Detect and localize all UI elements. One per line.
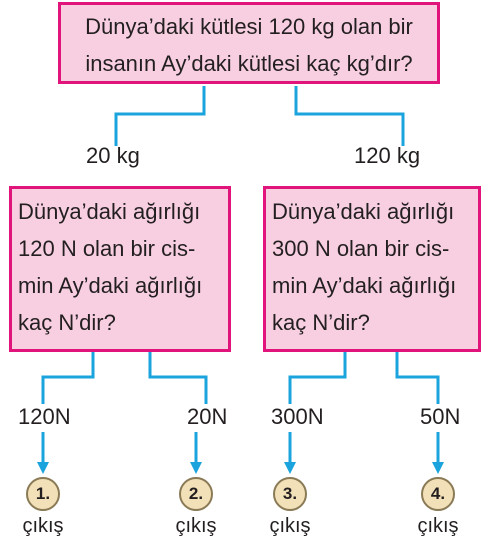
connector-right-a [288,352,347,404]
question-line: min Ay’daki ağırlığı [18,273,203,298]
connector-top-left [114,86,206,146]
question-line: 120 N olan bir cis- [18,236,196,261]
exit-label: çıkış [175,515,217,537]
question-box-left: Dünya’daki ağırlığı 120 N olan bir cis- … [9,186,231,352]
connector-right-b [395,352,440,404]
exit-number-badge: 2. [179,477,213,511]
question-box-top: Dünya’daki kütlesi 120 kg olan bir insan… [58,2,440,84]
exit-label: çıkış [417,515,459,537]
question-line: Dünya’daki kütlesi 120 kg olan bir [85,14,413,39]
answer-right-a: 300N [271,404,324,429]
answer-left-a: 120N [18,404,71,429]
connector-top-right [294,86,405,146]
question-box-right: Dünya’daki ağırlığı 300 N olan bir cis- … [263,186,481,352]
exit-number-badge: 3. [273,477,307,511]
question-line: Dünya’daki ağırlığı [272,199,455,224]
connector-left-a [41,352,95,404]
connector-left-b [148,352,208,404]
answer-right-b: 50N [420,404,461,429]
question-line: kaç N’dir? [272,310,370,335]
exit-1: 1. çıkış [7,477,79,538]
exit-label: çıkış [269,515,311,537]
question-line: kaç N’dir? [18,310,116,335]
exit-label: çıkış [22,515,64,537]
question-line: 300 N olan bir cis- [272,236,450,261]
arrow-head-4 [432,462,444,474]
exit-3: 3. çıkış [254,477,326,538]
answer-left-b: 20N [187,404,228,429]
arrow-head-3 [284,462,296,474]
exit-2: 2. çıkış [160,477,232,538]
exit-number-badge: 4. [421,477,455,511]
arrow-head-2 [190,462,202,474]
question-line: min Ay’daki ağırlığı [272,273,457,298]
question-line: insanın Ay’daki kütlesi kaç kg’dır? [85,51,413,76]
arrow-head-1 [37,462,49,474]
exit-4: 4. çıkış [402,477,474,538]
exit-number-badge: 1. [26,477,60,511]
question-line: Dünya’daki ağırlığı [18,199,201,224]
answer-top-right: 120 kg [354,143,421,168]
answer-top-left: 20 kg [86,143,140,168]
